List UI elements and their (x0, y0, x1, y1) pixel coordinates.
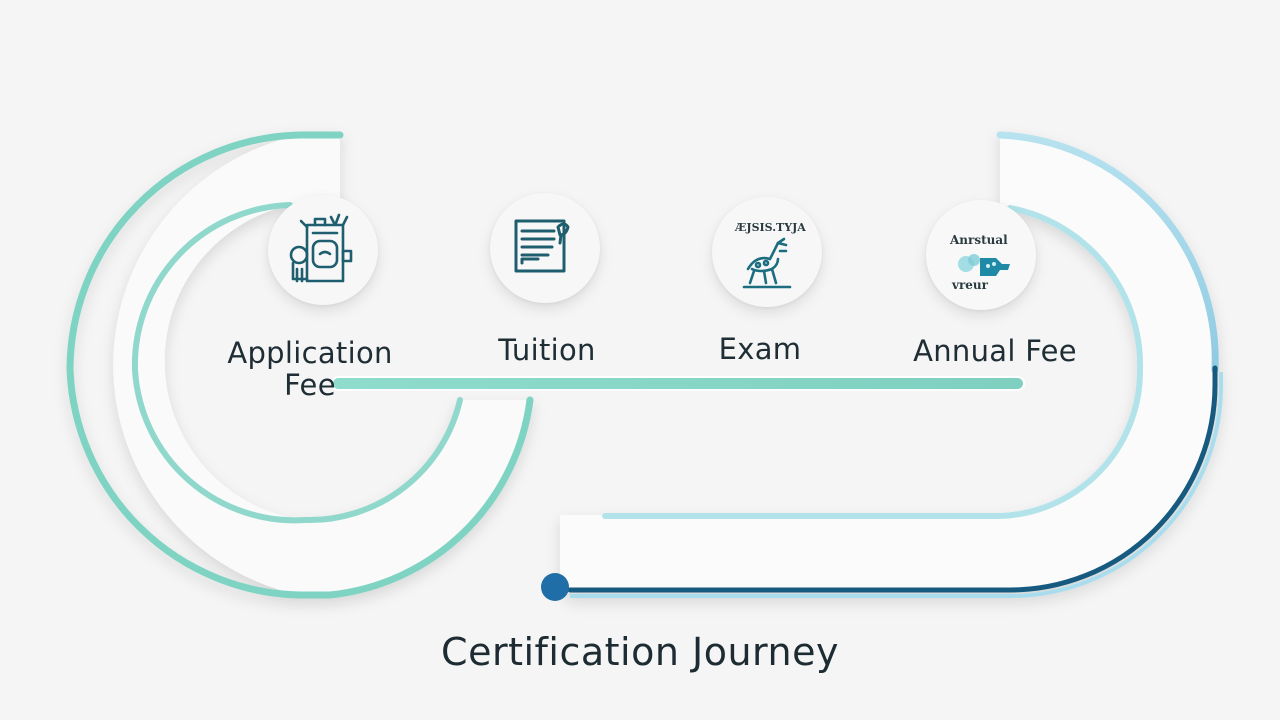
exam-icon-caption: ÆJSIS.TYJA (735, 221, 806, 234)
stage-node-exam[interactable]: ÆJSIS.TYJA (712, 197, 822, 307)
document-signature-icon (514, 219, 570, 273)
left-loop (66, 131, 534, 599)
annual-fee-icon-caption-bottom: vreur (952, 278, 988, 292)
annual-fee-icon-caption-top: Anrstual (950, 233, 1008, 247)
stage-label-exam: Exam (718, 332, 802, 366)
renewal-icon (958, 254, 1010, 276)
application-form-icon (289, 213, 353, 283)
stage-label-annual-fee: Annual Fee (913, 334, 1077, 368)
stage-label-application-fee: Application Fee (205, 337, 415, 401)
stage-node-annual-fee[interactable]: Anrstual vreur (926, 200, 1036, 310)
stage-label-tuition: Tuition (498, 333, 596, 367)
right-loop (560, 131, 1223, 598)
exam-figure-icon (742, 237, 792, 289)
stage-node-tuition[interactable] (490, 193, 600, 303)
progress-bar (331, 376, 1025, 391)
diagram-title: Certification Journey (441, 630, 839, 674)
stage-label-line-1: Application (227, 336, 393, 370)
stage-node-application-fee[interactable] (268, 195, 378, 305)
start-dot (541, 573, 569, 601)
stage-label-line-2: Fee (284, 368, 336, 402)
